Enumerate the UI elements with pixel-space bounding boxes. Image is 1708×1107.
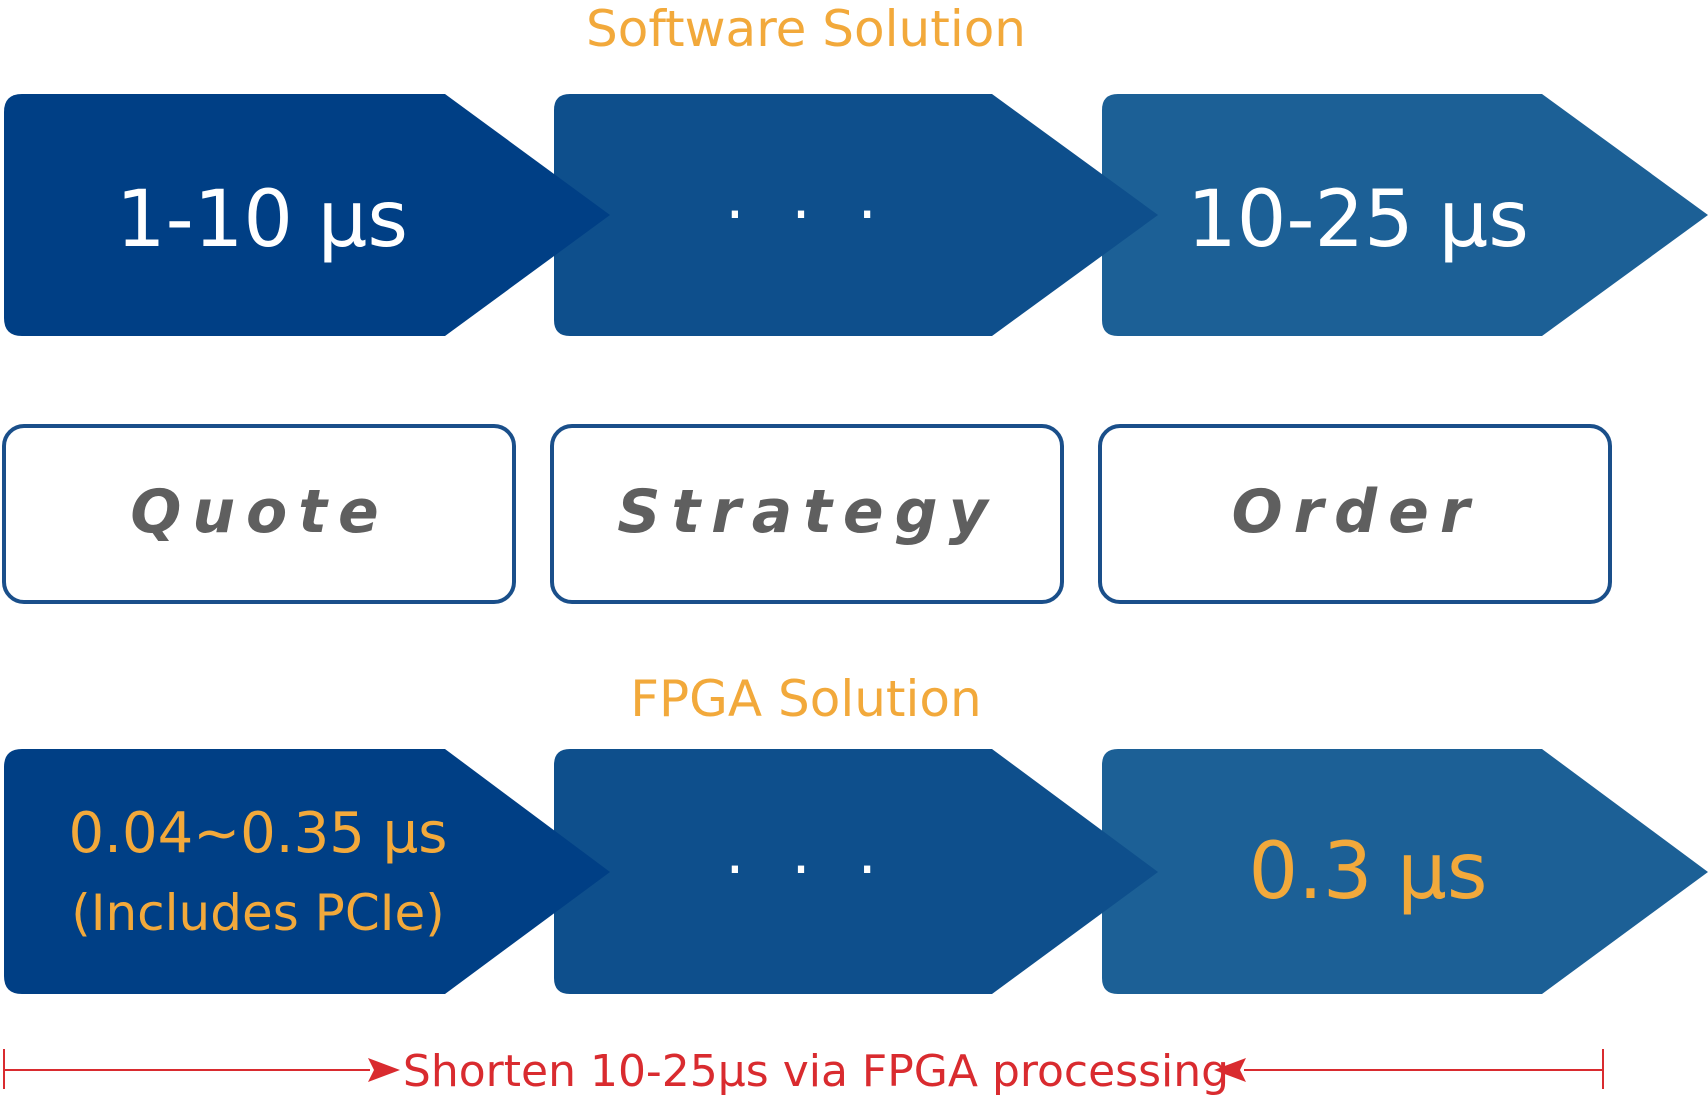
software-strategy-ellipsis: · · ·: [725, 180, 890, 250]
fpga-quote-note: (Includes PCIe): [71, 884, 445, 942]
software-quote-latency: 1-10 μs: [116, 175, 408, 265]
fpga-block-strategy: [554, 749, 1158, 994]
software-block-strategy: [554, 94, 1158, 336]
fpga-savings-note: Shorten 10-25μs via FPGA processing: [403, 1046, 1229, 1097]
arrow-left-icon: [1214, 1058, 1246, 1082]
software-block-order: [1102, 94, 1708, 336]
software-block-quote: [4, 94, 610, 336]
stage-label-strategy: Strategy: [617, 477, 998, 547]
fpga-order-latency: 0.3 μs: [1248, 827, 1487, 917]
fpga-solution-title: FPGA Solution: [630, 670, 981, 728]
software-solution-title: Software Solution: [586, 0, 1026, 58]
stage-label-order: Order: [1232, 477, 1481, 547]
fpga-strategy-ellipsis: · · ·: [725, 835, 890, 905]
fpga-block-quote: [4, 749, 610, 994]
stage-box-order: [1098, 424, 1612, 604]
fpga-quote-latency: 0.04~0.35 μs: [69, 801, 448, 866]
stage-label-quote: Quote: [130, 477, 389, 547]
software-order-latency: 10-25 μs: [1187, 175, 1529, 265]
stage-box-quote: [2, 424, 516, 604]
arrow-right-icon: [368, 1058, 400, 1082]
fpga-block-order: [1102, 749, 1708, 994]
stage-box-strategy: [550, 424, 1064, 604]
